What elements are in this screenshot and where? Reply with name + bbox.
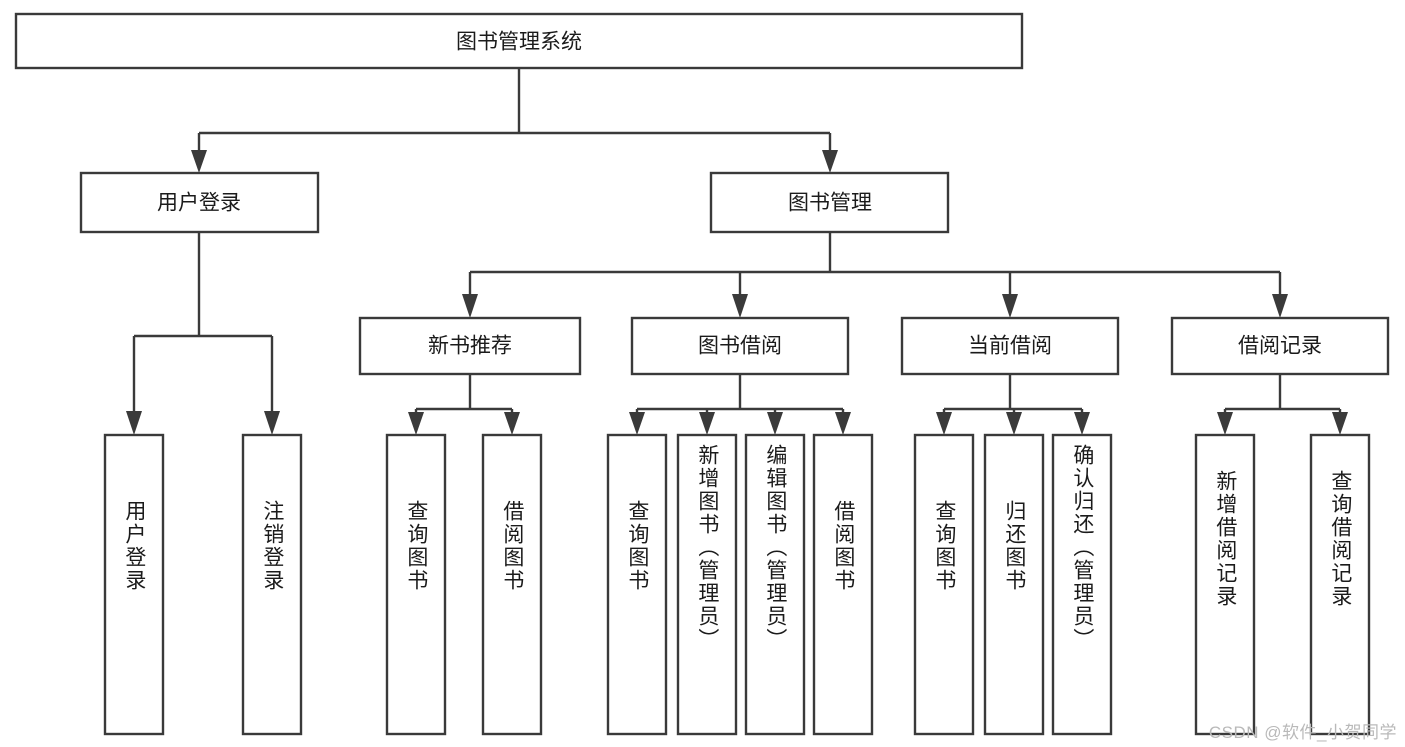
- leaf-box-new-book-2[interactable]: [481, 433, 543, 736]
- arrow-bookborrow-leaf-1-icon: [629, 412, 645, 435]
- leaf-box-current-borrow-3[interactable]: [1051, 433, 1113, 736]
- arrow-currentborrow-leaf-1-icon: [936, 412, 952, 435]
- node-root-label: 图书管理系统: [456, 31, 582, 54]
- leaf-box-book-borrow-3[interactable]: [744, 433, 806, 736]
- arrow-userlogin-leaf-2-icon: [264, 411, 280, 435]
- arrow-to-current-borrow-icon: [1002, 294, 1018, 318]
- arrow-root-to-book-mgmt-icon: [822, 150, 838, 173]
- arrow-to-borrow-record-icon: [1272, 294, 1288, 318]
- arrow-borrowrecord-leaf-2-icon: [1332, 412, 1348, 435]
- arrow-currentborrow-leaf-2-icon: [1006, 412, 1022, 435]
- arrow-to-new-book-icon: [462, 294, 478, 318]
- node-book-management[interactable]: 图书管理: [709, 171, 950, 234]
- node-book-borrow-label: 图书借阅: [698, 335, 782, 358]
- node-user-login-box[interactable]: [79, 171, 320, 234]
- connector-group-current-borrow: [936, 374, 1090, 435]
- leaf-box-book-borrow-2[interactable]: [676, 433, 738, 736]
- csdn-watermark: CSDN @软件_小贺同学: [1208, 723, 1397, 742]
- node-root[interactable]: 图书管理系统: [14, 12, 1024, 70]
- leaf-box-borrow-record-2[interactable]: [1309, 433, 1371, 736]
- node-book-borrow[interactable]: 图书借阅: [630, 316, 850, 376]
- arrow-newbook-leaf-1-icon: [408, 412, 424, 435]
- node-current-borrow-label: 当前借阅: [968, 335, 1052, 358]
- node-new-book-recommend[interactable]: 新书推荐: [358, 316, 582, 376]
- node-book-management-box[interactable]: [709, 171, 950, 234]
- leaf-box-book-borrow-4[interactable]: [812, 433, 874, 736]
- leaf-box-user-login-1[interactable]: [103, 433, 165, 736]
- connector-group-book-mgmt: [462, 232, 1288, 318]
- connector-group-borrow-record: [1217, 374, 1348, 435]
- node-user-login-label: 用户登录: [157, 192, 241, 215]
- connector-group-user-login: [126, 232, 280, 435]
- node-current-borrow[interactable]: 当前借阅: [900, 316, 1120, 376]
- arrow-bookborrow-leaf-4-icon: [835, 412, 851, 435]
- leaf-box-current-borrow-1[interactable]: [913, 433, 975, 736]
- node-borrow-record[interactable]: 借阅记录: [1170, 316, 1390, 376]
- leaf-box-borrow-record-1[interactable]: [1194, 433, 1256, 736]
- node-borrow-record-box[interactable]: [1170, 316, 1390, 376]
- arrow-bookborrow-leaf-3-icon: [767, 412, 783, 435]
- arrow-currentborrow-leaf-3-icon: [1074, 412, 1090, 435]
- node-user-login[interactable]: 用户登录: [79, 171, 320, 234]
- arrow-userlogin-leaf-1-icon: [126, 411, 142, 435]
- arrow-to-book-borrow-icon: [732, 294, 748, 318]
- connector-group-root: [191, 68, 838, 173]
- leaf-box-current-borrow-2[interactable]: [983, 433, 1045, 736]
- connector-group-new-book: [408, 374, 520, 435]
- node-new-book-recommend-label: 新书推荐: [428, 335, 512, 358]
- arrow-newbook-leaf-2-icon: [504, 412, 520, 435]
- node-book-management-label: 图书管理: [788, 192, 872, 215]
- leaf-box-book-borrow-1[interactable]: [606, 433, 668, 736]
- leaf-box-user-login-2[interactable]: [241, 433, 303, 736]
- node-new-book-recommend-box[interactable]: [358, 316, 582, 376]
- arrow-borrowrecord-leaf-1-icon: [1217, 412, 1233, 435]
- arrow-bookborrow-leaf-2-icon: [699, 412, 715, 435]
- node-root-box[interactable]: [14, 12, 1024, 70]
- arrow-root-to-user-login-icon: [191, 150, 207, 173]
- connector-group-book-borrow: [629, 374, 851, 435]
- node-borrow-record-label: 借阅记录: [1238, 335, 1322, 358]
- node-current-borrow-box[interactable]: [900, 316, 1120, 376]
- node-book-borrow-box[interactable]: [630, 316, 850, 376]
- leaf-box-new-book-1[interactable]: [385, 433, 447, 736]
